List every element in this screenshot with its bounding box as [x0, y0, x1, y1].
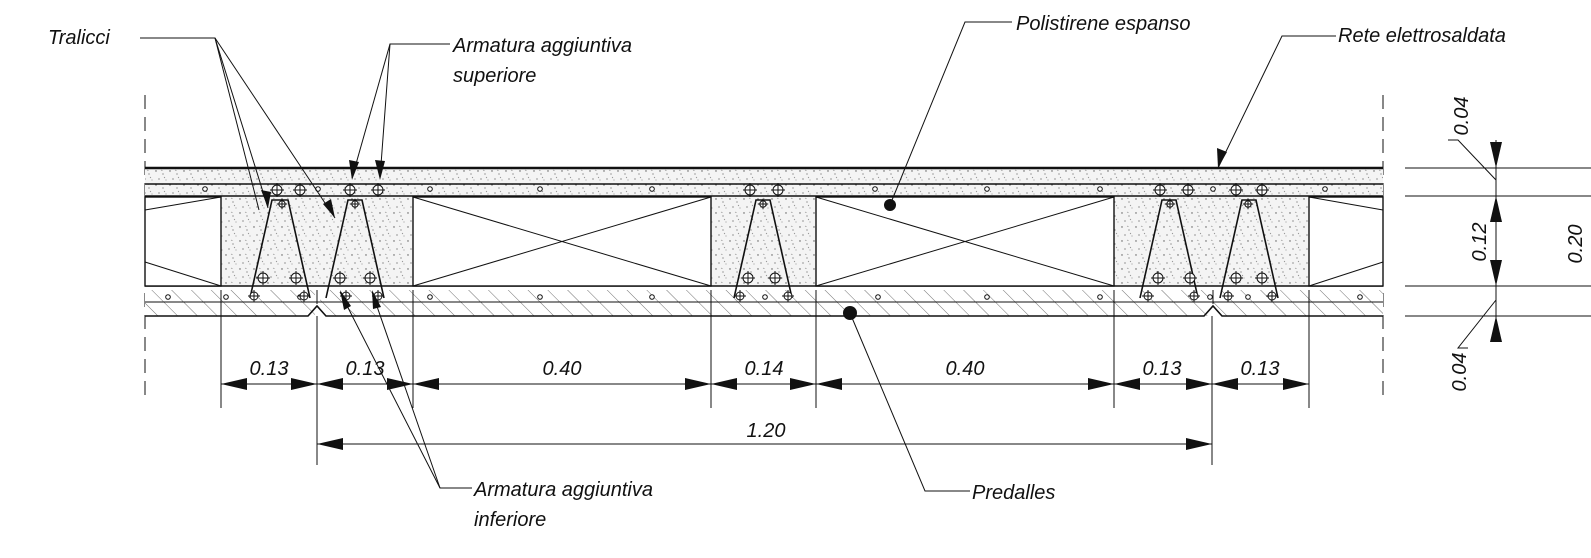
concrete-slab — [145, 168, 1383, 286]
dim-label-7: 0.13 — [1241, 358, 1280, 380]
reinforcement-bars — [165, 183, 1363, 302]
dim-label-2: 0.13 — [346, 358, 385, 380]
label-armatura-superiore-line2: superiore — [453, 65, 536, 87]
label-armatura-superiore-line1: Armatura aggiuntiva — [452, 35, 632, 57]
label-armatura-inferiore-line1: Armatura aggiuntiva — [473, 479, 653, 501]
dim-label-predalle: 0.04 — [1449, 353, 1471, 392]
dim-label-topping: 0.04 — [1451, 97, 1473, 136]
label-armatura-inferiore-line2: inferiore — [474, 509, 546, 531]
label-rete: Rete elettrosaldata — [1338, 25, 1506, 47]
lattice-girders — [249, 199, 1279, 299]
dim-label-block: 0.12 — [1469, 223, 1491, 262]
dim-label-total: 0.20 — [1565, 225, 1587, 264]
dimension-arrows — [221, 142, 1502, 450]
dim-label-5: 0.40 — [946, 358, 985, 380]
dim-label-overall: 1.20 — [747, 420, 786, 442]
leader-lines — [140, 21, 1336, 492]
predalles-plate — [145, 285, 1383, 317]
dim-label-1: 0.13 — [250, 358, 289, 380]
dim-label-3: 0.40 — [543, 358, 582, 380]
polystyrene-blocks — [144, 196, 1384, 287]
dim-label-6: 0.13 — [1143, 358, 1182, 380]
dim-label-4: 0.14 — [745, 358, 784, 380]
label-tralicci: Tralicci — [48, 27, 110, 49]
label-predalles: Predalles — [972, 482, 1055, 504]
label-polistirene: Polistirene espanso — [1016, 13, 1191, 35]
